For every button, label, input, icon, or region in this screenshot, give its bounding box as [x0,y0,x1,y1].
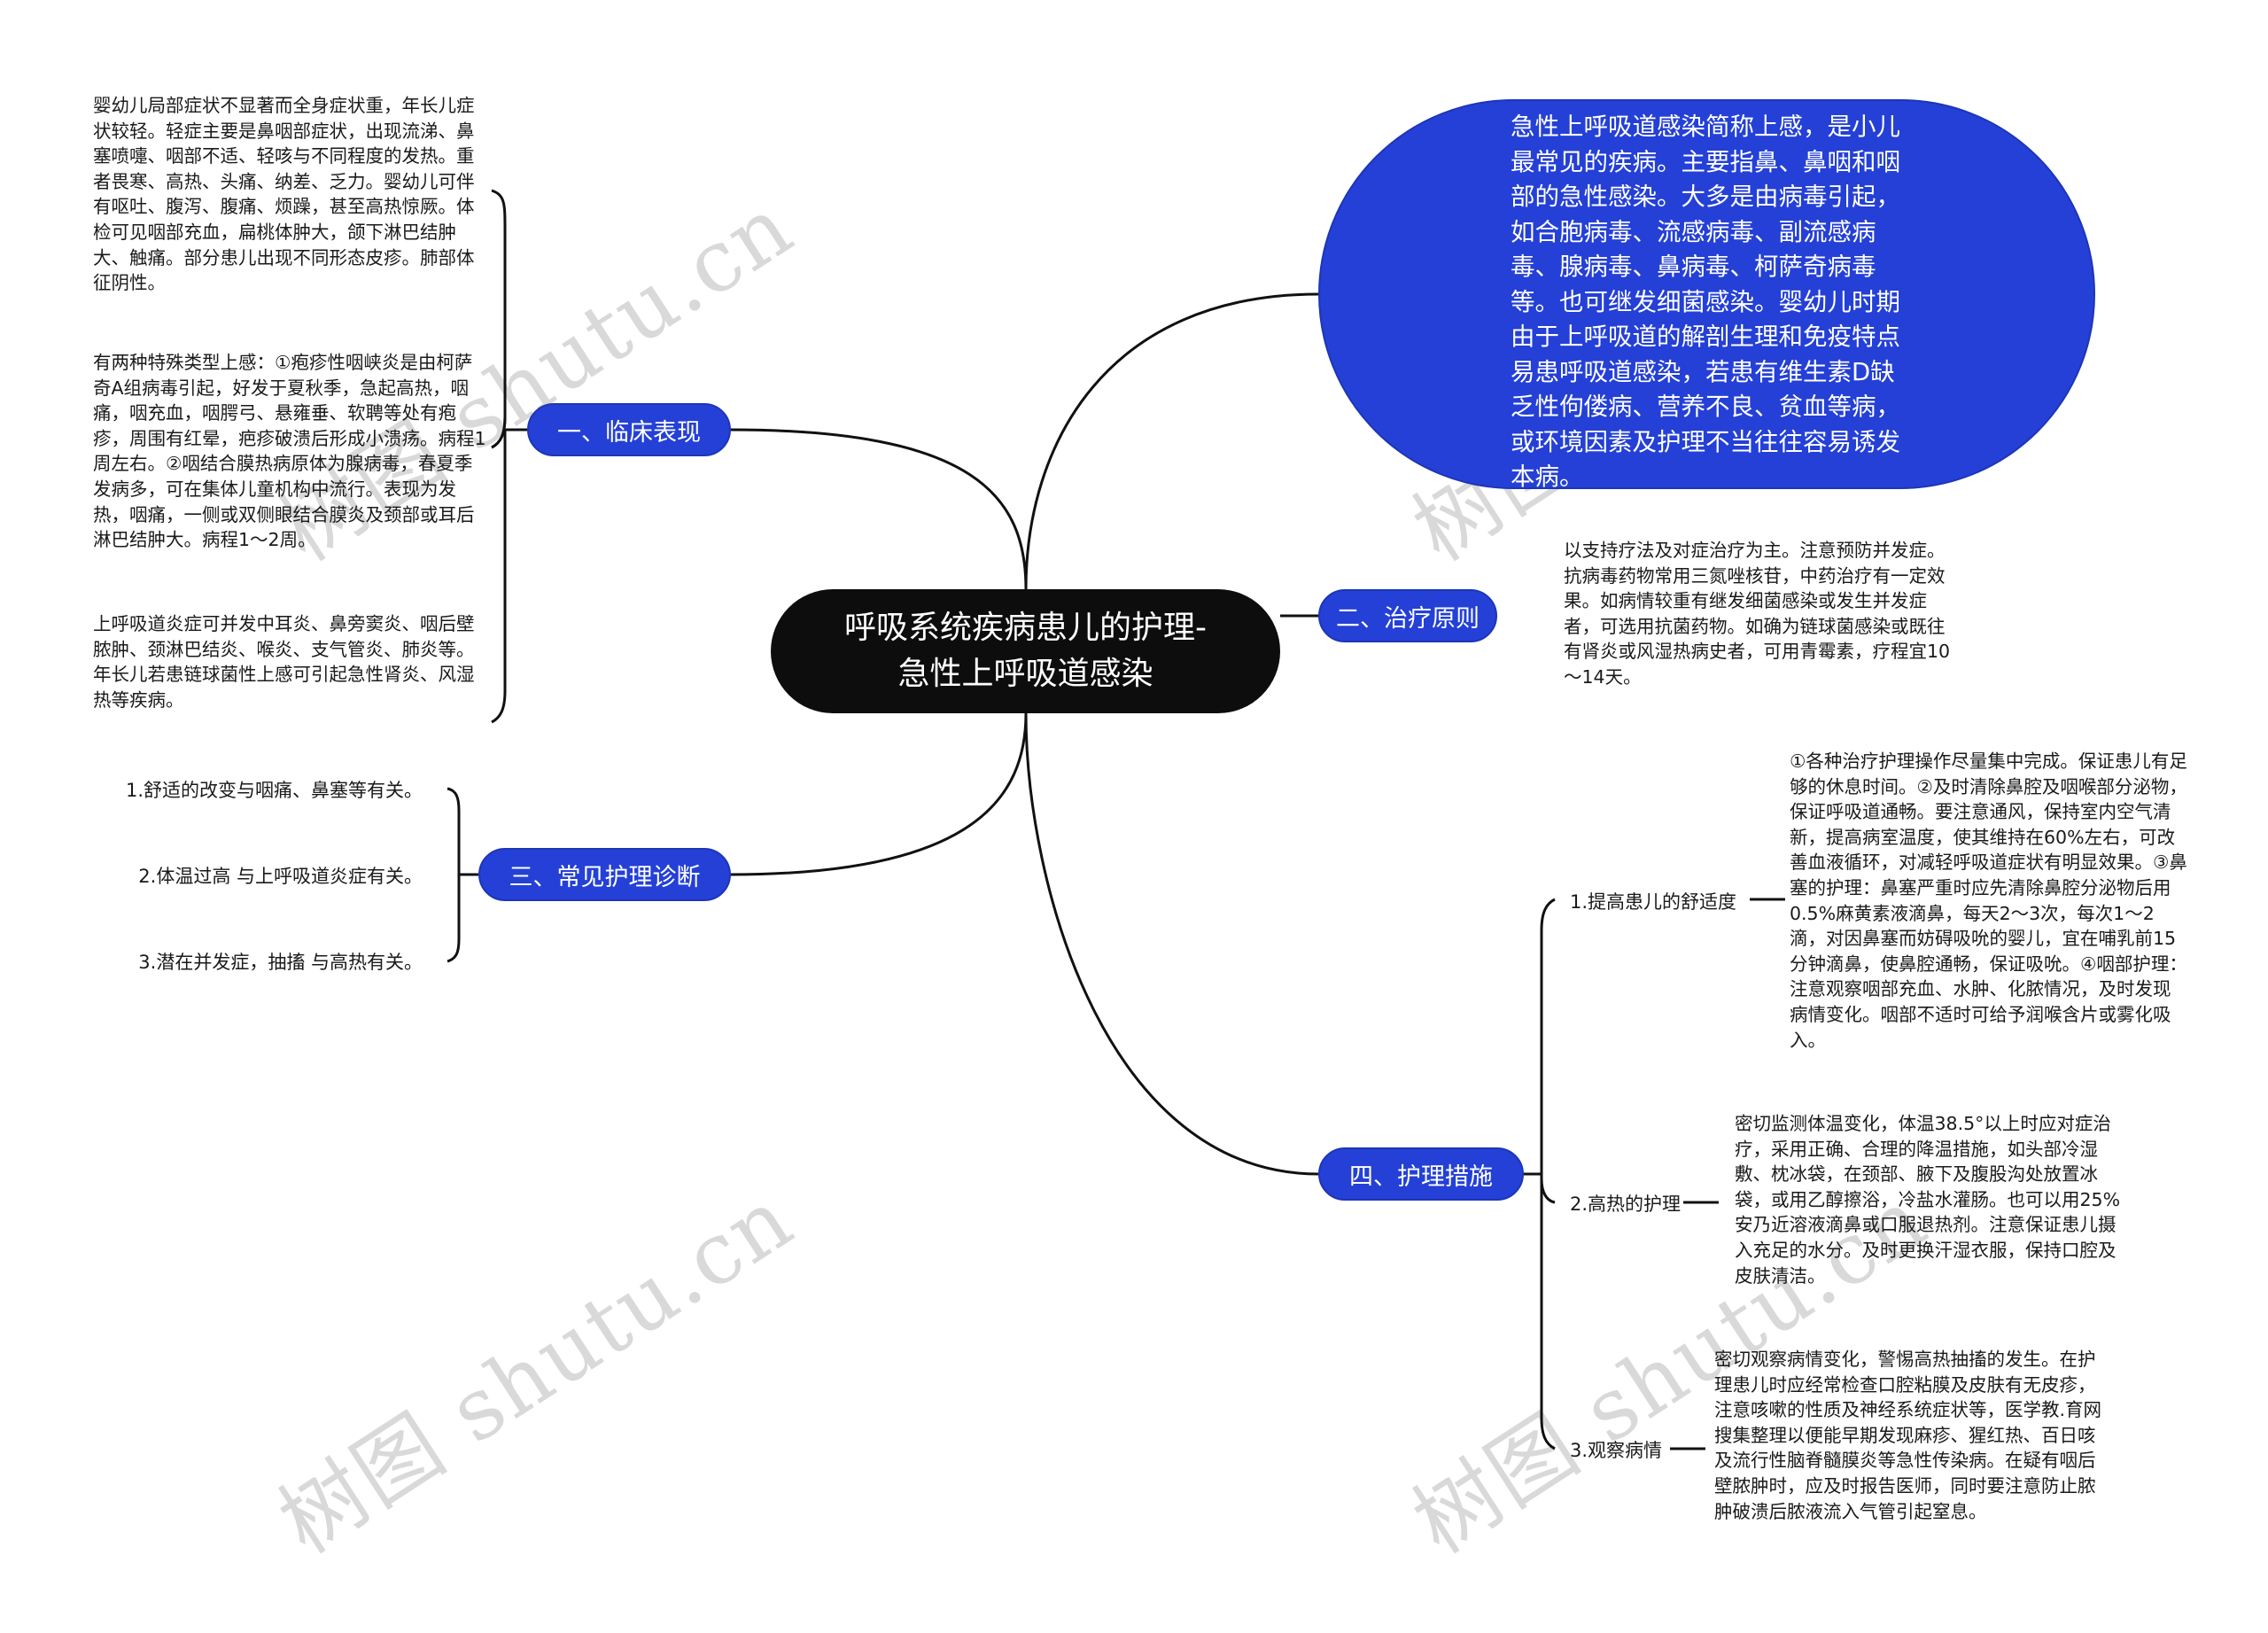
treatment-leaf[interactable]: 以支持疗法及对症治疗为主。注意预防并发症。抗病毒药物常用三氮唑核苷，中药治疗有一… [1564,540,1951,688]
central-topic-line-2: 急性上呼吸道感染 [897,656,1153,692]
branch-treatment-label: 二、治疗原则 [1336,604,1480,633]
clinical-leaf-2[interactable]: 有两种特殊类型上感：①疱疹性咽峡炎是由柯萨奇A组病毒引起，好发于夏秋季，急起高热… [93,352,486,551]
intro-bubble[interactable]: 急性上呼吸道感染简称上感，是小儿最常见的疾病。主要指鼻、鼻咽和咽部的急性感染。大… [1318,99,2095,491]
measures-sub-label-3[interactable]: 3.观察病情 [1570,1440,1663,1461]
intro-text: 急性上呼吸道感染简称上感，是小儿最常见的疾病。主要指鼻、鼻咽和咽部的急性感染。大… [1511,113,1900,491]
central-topic-line-1: 呼吸系统疾病患儿的护理- [844,610,1207,646]
measures-leaf-1[interactable]: ①各种治疗护理操作尽量集中完成。保证患儿有足够的休息时间。②及时清除鼻腔及咽喉部… [1790,750,2187,1051]
measures-sub-label-2[interactable]: 2.高热的护理 [1570,1194,1682,1215]
branch-treatment[interactable]: 二、治疗原则 [1318,589,1497,642]
branch-measures-label: 四、护理措施 [1349,1163,1493,1191]
clinical-leaf-1[interactable]: 婴幼儿局部症状不显著而全身症状重，年长儿症状较轻。轻症主要是鼻咽部症状，出现流涕… [93,95,475,294]
branch-clinical[interactable]: 一、临床表现 [527,403,731,456]
branch-clinical-label: 一、临床表现 [557,418,701,447]
branch-diagnosis-label: 三、常见护理诊断 [509,863,701,891]
diagnosis-item-2[interactable]: 2.体温过高 与上呼吸道炎症有关。 [138,866,423,887]
measures-sub-label-1[interactable]: 1.提高患儿的舒适度 [1570,891,1737,913]
measures-leaf-3[interactable]: 密切观察病情变化，警惕高热抽搐的发生。在护理患儿时应经常检查口腔粘膜及皮肤有无皮… [1714,1349,2102,1522]
branch-diagnosis[interactable]: 三、常见护理诊断 [478,848,731,901]
diagnosis-item-1[interactable]: 1.舒适的改变与咽痛、鼻塞等有关。 [125,780,423,801]
branch-measures[interactable]: 四、护理措施 [1318,1147,1524,1201]
diagnosis-item-3[interactable]: 3.潜在并发症，抽搐 与高热有关。 [138,952,423,973]
clinical-leaf-3[interactable]: 上呼吸道炎症可并发中耳炎、鼻旁窦炎、咽后壁脓肿、颈淋巴结炎、喉炎、支气管炎、肺炎… [93,613,475,711]
central-topic[interactable]: 呼吸系统疾病患儿的护理- 急性上呼吸道感染 [771,589,1280,713]
measures-leaf-2[interactable]: 密切监测体温变化，体温38.5°以上时应对症治疗，采用正确、合理的降温措施，如头… [1735,1113,2121,1287]
